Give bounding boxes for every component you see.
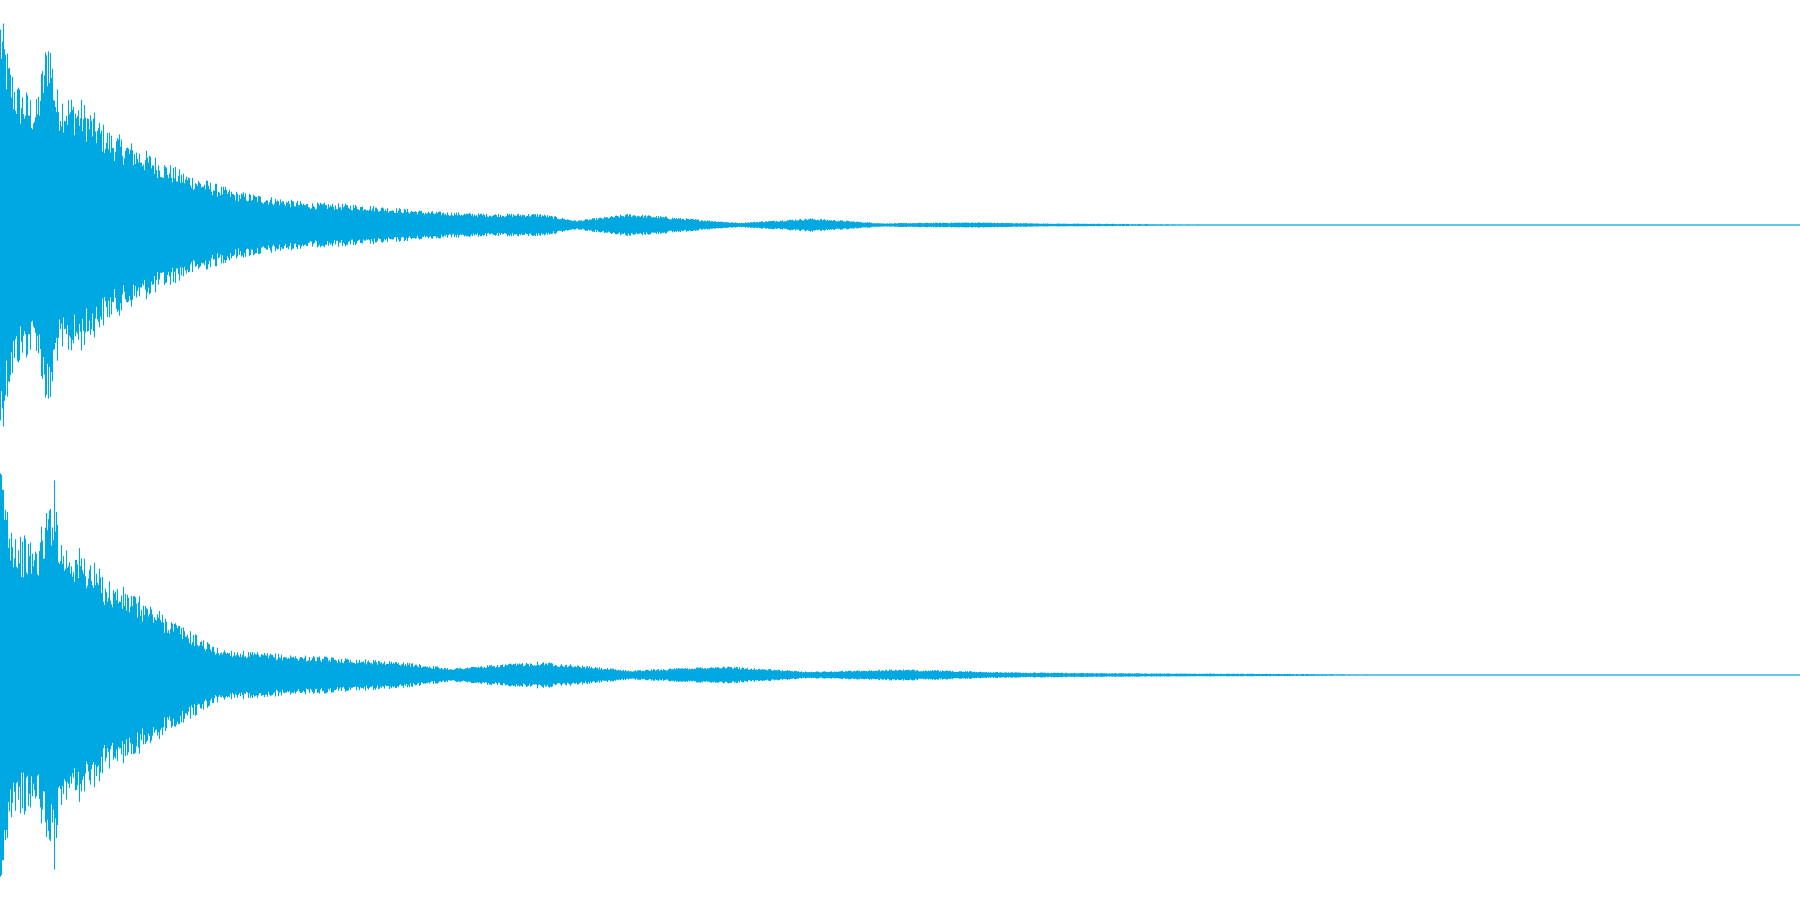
channel-waveform [0,473,1800,877]
channel-waveform [0,23,1800,427]
waveform-channel [0,473,1800,877]
waveform-channel [0,23,1800,427]
